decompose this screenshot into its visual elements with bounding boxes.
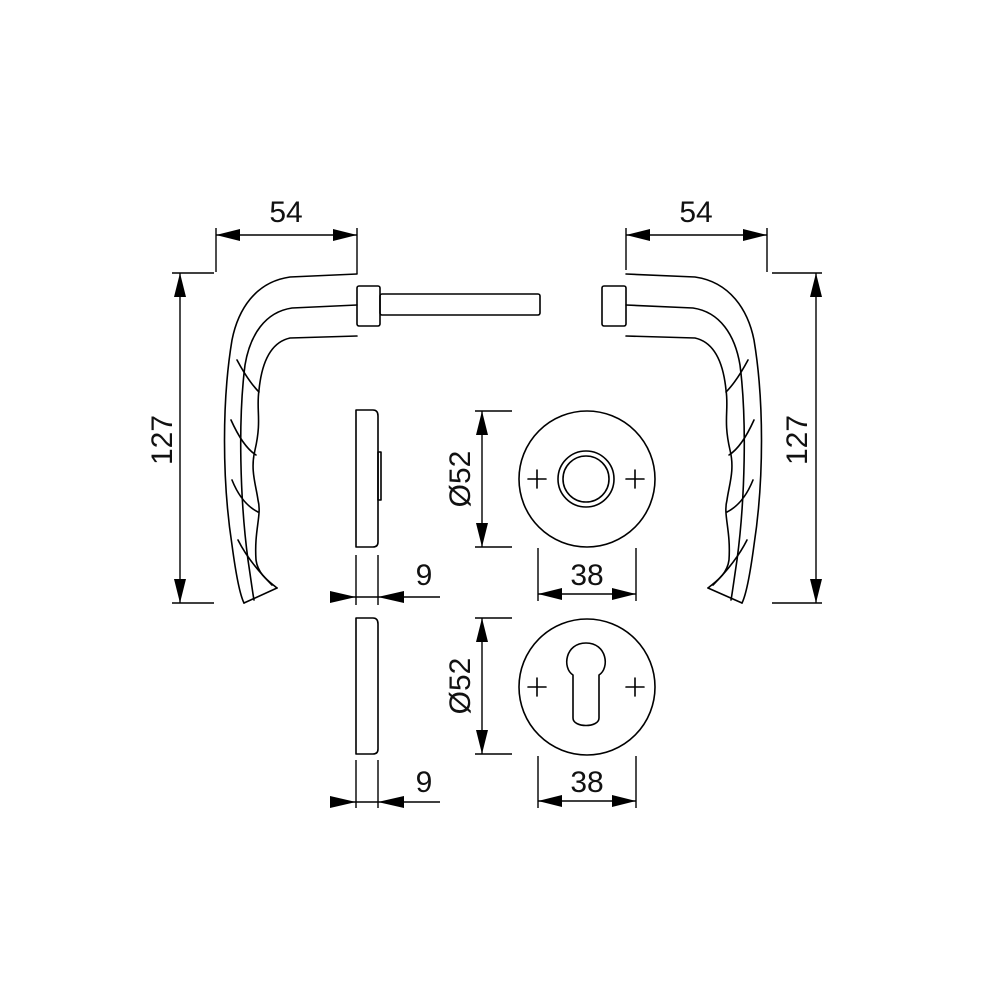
handle-rose-width-dimension: 38 xyxy=(537,548,637,601)
cylinder-rose-diameter-label: Ø52 xyxy=(444,658,477,715)
handle-rose-width-label: 38 xyxy=(570,559,603,592)
handle-rose-diameter-label: Ø52 xyxy=(444,451,477,508)
left-handle-height-dimension: 127 xyxy=(146,272,214,604)
handle-rose-diameter-dimension: Ø52 xyxy=(444,410,512,548)
right-handle-height-dimension: 127 xyxy=(772,272,822,604)
left-handle-width-dimension: 54 xyxy=(215,196,358,274)
cylinder-rose-width-dimension: 38 xyxy=(537,756,637,808)
right-handle-height-label: 127 xyxy=(781,415,814,465)
screw-hole-left xyxy=(527,469,547,489)
rose-side-profile-bottom: 9 xyxy=(330,617,440,808)
rose-thickness-label-bottom: 9 xyxy=(416,766,433,799)
cylinder-rose-diameter-dimension: Ø52 xyxy=(444,617,512,755)
handle-rose-front xyxy=(518,410,656,548)
rose-side-profile-top: 9 xyxy=(330,409,440,605)
right-handle-width-dimension: 54 xyxy=(625,196,768,272)
right-handle xyxy=(601,273,763,604)
left-handle-height-label: 127 xyxy=(146,415,179,465)
left-handle xyxy=(223,273,541,604)
rose-thickness-label-top: 9 xyxy=(416,559,433,592)
screw-hole-left xyxy=(527,677,547,697)
right-handle-width-label: 54 xyxy=(679,196,712,229)
screw-hole-right xyxy=(625,469,645,489)
screw-hole-right xyxy=(625,677,645,697)
cylinder-rose-width-label: 38 xyxy=(570,766,603,799)
keyhole-profile-cylinder xyxy=(565,642,607,727)
left-handle-width-label: 54 xyxy=(269,196,302,229)
cylinder-rose-front xyxy=(518,618,656,756)
